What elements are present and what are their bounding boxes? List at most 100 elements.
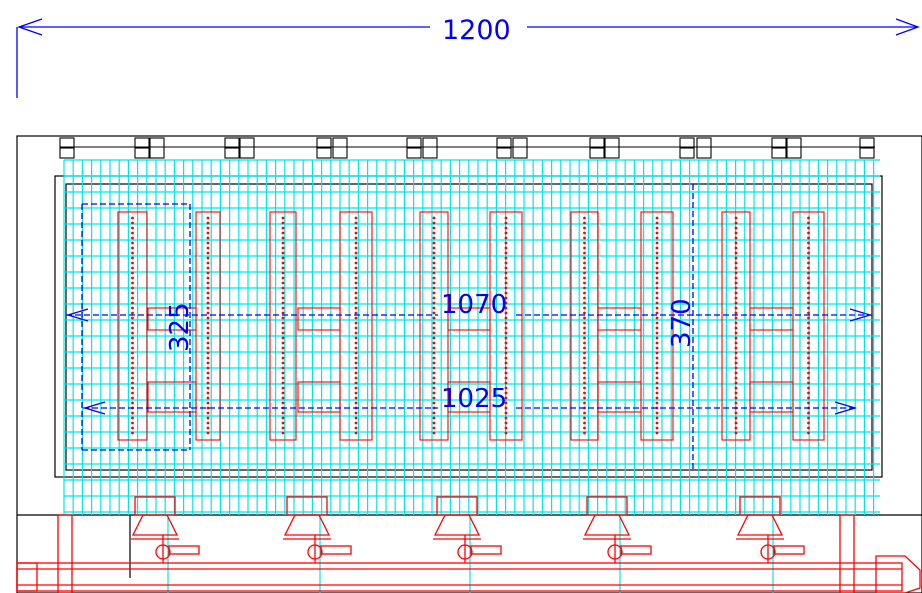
element-coil-dot: [354, 261, 358, 265]
element-coil-dot: [206, 306, 210, 310]
element-coil-dot: [281, 306, 285, 310]
element-coil-dot: [432, 386, 436, 390]
element-coil-dot: [807, 226, 810, 230]
element-coil-dot: [807, 376, 810, 380]
element-coil-dot: [807, 271, 810, 275]
element-coil-dot: [734, 316, 738, 320]
element-coil-dot: [807, 296, 810, 300]
element-coil-dot: [206, 281, 210, 285]
element-coil-dot: [281, 281, 285, 285]
element-coil-dot: [734, 346, 738, 350]
element-coil-dot: [504, 291, 508, 295]
element-coil-dot: [583, 321, 586, 325]
element-coil-dot: [655, 221, 659, 225]
element-coil-dot: [131, 341, 134, 345]
element-coil-dot: [206, 406, 210, 410]
element-coil-dot: [734, 361, 738, 365]
element-coil-dot: [655, 256, 659, 260]
element-coil-dot: [807, 351, 810, 355]
element-coil-dot: [206, 231, 210, 235]
element-coil-dot: [583, 371, 586, 375]
element-coil-dot: [583, 241, 586, 245]
element-coil-dot: [655, 336, 659, 340]
element-coil-dot: [504, 281, 508, 285]
element-coil-dot: [583, 431, 586, 435]
filter-plates: [63, 159, 880, 593]
valve: [736, 496, 805, 563]
element-coil-dot: [281, 381, 285, 385]
element-coil-dot: [281, 351, 285, 355]
element-coil-dot: [807, 311, 810, 315]
element-coil-dot: [807, 221, 810, 225]
element-coil-dot: [807, 356, 810, 360]
element-coil-dot: [281, 256, 285, 260]
element-coil-dot: [281, 416, 285, 420]
element-base: [749, 381, 794, 413]
element-coil-dot: [432, 286, 436, 290]
element-coil-dot: [734, 366, 738, 370]
element-coil-dot: [583, 306, 586, 310]
element-coil-dot: [655, 236, 659, 240]
element-coil-dot: [131, 261, 134, 265]
element-coil-dot: [583, 426, 586, 430]
element-coil-dot: [131, 276, 134, 280]
element-coil-dot: [206, 361, 210, 365]
element-coil-dot: [206, 331, 210, 335]
element-coil-dot: [281, 246, 285, 250]
element-coil-dot: [504, 341, 508, 345]
element-coil-dot: [432, 241, 436, 245]
element-coil-dot: [131, 421, 134, 425]
inner-dimension: [82, 401, 858, 415]
element-coil-dot: [583, 276, 586, 280]
element-coil-dot: [807, 421, 810, 425]
element-coil-dot: [734, 241, 738, 245]
element-coil-dot: [206, 301, 210, 305]
element-coil-dot: [655, 386, 659, 390]
element-coil-dot: [734, 226, 738, 230]
element-coil-dot: [655, 246, 659, 250]
heating-elements: [117, 211, 825, 441]
element-coil-dot: [734, 396, 738, 400]
element-coil-dot: [734, 421, 738, 425]
element-coil-dot: [432, 426, 436, 430]
element-coil-dot: [734, 431, 738, 435]
element-coil-dot: [432, 346, 436, 350]
element-coil-dot: [206, 356, 210, 360]
element-coil-dot: [583, 421, 586, 425]
element-coil-dot: [807, 316, 810, 320]
element-coil-dot: [504, 326, 508, 330]
element-coil-dot: [504, 246, 508, 250]
element-coil-dot: [354, 351, 358, 355]
element-coil-dot: [807, 411, 810, 415]
element-coil-dot: [655, 391, 659, 395]
element-coil-dot: [206, 316, 210, 320]
element-coil-dot: [206, 286, 210, 290]
element-coil-dot: [131, 266, 134, 270]
element-coil-dot: [807, 216, 810, 220]
element-coil-dot: [432, 281, 436, 285]
element-coil-dot: [206, 416, 210, 420]
element-coil-dot: [655, 416, 659, 420]
element-coil-dot: [807, 401, 810, 405]
element-coil-dot: [432, 321, 436, 325]
element-coil-dot: [281, 366, 285, 370]
valve-handle: [773, 545, 805, 555]
element-coil-dot: [131, 331, 134, 335]
element-coil-dot: [734, 216, 738, 220]
element-coil-dot: [807, 256, 810, 260]
element-coil-dot: [206, 246, 210, 250]
element-coil-dot: [807, 286, 810, 290]
pipe-elbow-right: [875, 555, 921, 593]
element-coil-dot: [807, 341, 810, 345]
element-coil-dot: [354, 386, 358, 390]
element-coil-dot: [432, 331, 436, 335]
overall-width-label: 1200: [442, 15, 511, 46]
element-coil-dot: [432, 261, 436, 265]
element-coil-dot: [281, 236, 285, 240]
element-coil-dot: [354, 251, 358, 255]
element-coil-dot: [432, 341, 436, 345]
element-coil-dot: [354, 301, 358, 305]
element-coil-dot: [655, 396, 659, 400]
element-coil-dot: [281, 431, 285, 435]
element-coil-dot: [504, 286, 508, 290]
